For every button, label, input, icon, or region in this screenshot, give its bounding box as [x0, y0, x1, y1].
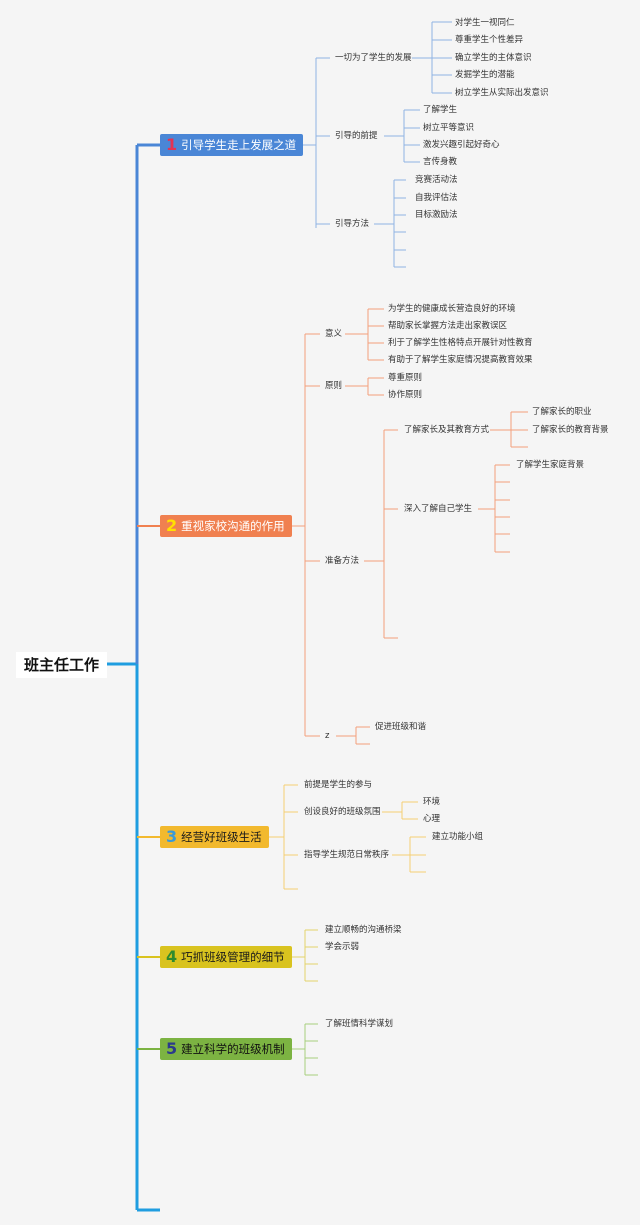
leaf-1-2-2[interactable]: 树立平等意识 [423, 123, 475, 133]
branch-3-label: 经营好班级生活 [181, 830, 262, 844]
leaf-1-1-2[interactable]: 尊重学生个性差异 [455, 35, 524, 45]
branch-2-label: 重视家校沟通的作用 [181, 519, 285, 533]
leaf-2-3-1-1[interactable]: 了解家长的职业 [532, 407, 592, 417]
leaf-2-4-1[interactable]: 促进班级和谐 [375, 722, 427, 732]
subtopic-2-3-2[interactable]: 深入了解自己学生 [404, 504, 473, 514]
leaf-2-3-2-1[interactable]: 了解学生家庭背景 [516, 460, 585, 470]
leaf-1-1-1[interactable]: 对学生一视同仁 [455, 18, 515, 28]
leaf-1-3-1[interactable]: 竞赛活动法 [415, 175, 458, 185]
topic-3-3[interactable]: 指导学生规范日常秩序 [304, 850, 390, 860]
topic-1-3[interactable]: 引导方法 [335, 219, 370, 229]
leaf-2-3-1-2[interactable]: 了解家长的教育背景 [532, 425, 609, 435]
branch-2-number: 2 [166, 516, 178, 535]
leaf-2-1-2[interactable]: 帮助家长掌握方法走出家教误区 [388, 321, 508, 331]
leaf-3-2-2[interactable]: 心理 [423, 814, 441, 824]
topic-2-2[interactable]: 原则 [325, 381, 343, 391]
branch-5-number: 5 [166, 1039, 178, 1058]
leaf-2-2-2[interactable]: 协作原则 [388, 390, 423, 400]
topic-2-1[interactable]: 意义 [325, 329, 343, 339]
topic-2-3[interactable]: 准备方法 [325, 556, 360, 566]
topic-3-1[interactable]: 前提是学生的参与 [304, 780, 373, 790]
topic-3-2[interactable]: 创设良好的班级氛围 [304, 807, 381, 817]
leaf-1-2-3[interactable]: 激发兴趣引起好奇心 [423, 140, 500, 150]
branch-5-label: 建立科学的班级机制 [181, 1042, 285, 1056]
leaf-1-1-4[interactable]: 发掘学生的潜能 [455, 70, 515, 80]
topic-1-1[interactable]: 一切为了学生的发展 [335, 53, 412, 63]
branch-1-label: 引导学生走上发展之道 [181, 138, 297, 152]
leaf-1-1-3[interactable]: 确立学生的主体意识 [455, 53, 532, 63]
leaf-2-1-4[interactable]: 有助于了解学生家庭情况提高教育效果 [388, 355, 533, 365]
root-node[interactable]: 班主任工作 [16, 652, 108, 678]
leaf-1-3-2[interactable]: 自我评估法 [415, 193, 458, 203]
leaf-3-2-1[interactable]: 环境 [423, 797, 441, 807]
branch-4-number: 4 [166, 947, 178, 966]
leaf-4-1[interactable]: 建立顺畅的沟通桥梁 [325, 925, 402, 935]
subtopic-2-3-1[interactable]: 了解家长及其教育方式 [404, 425, 490, 435]
leaf-5-1[interactable]: 了解班情科学谋划 [325, 1019, 394, 1029]
leaf-1-2-1[interactable]: 了解学生 [423, 105, 458, 115]
leaf-4-2[interactable]: 学会示弱 [325, 942, 360, 952]
leaf-1-1-5[interactable]: 树立学生从实际出发意识 [455, 88, 549, 98]
leaf-1-3-3[interactable]: 目标激励法 [415, 210, 458, 220]
leaf-2-1-1[interactable]: 为学生的健康成长营造良好的环境 [388, 304, 516, 314]
leaf-2-2-1[interactable]: 尊重原则 [388, 373, 423, 383]
leaf-2-1-3[interactable]: 利于了解学生性格特点开展针对性教育 [388, 338, 533, 348]
topic-1-2[interactable]: 引导的前提 [335, 131, 378, 141]
branch-3-number: 3 [166, 827, 178, 846]
leaf-1-2-4[interactable]: 言传身教 [423, 157, 458, 167]
branch-4-label: 巧抓班级管理的细节 [181, 950, 285, 964]
leaf-3-3-1[interactable]: 建立功能小组 [432, 832, 484, 842]
topic-2-4[interactable]: z [325, 731, 330, 741]
branch-1-number: 1 [166, 135, 178, 154]
